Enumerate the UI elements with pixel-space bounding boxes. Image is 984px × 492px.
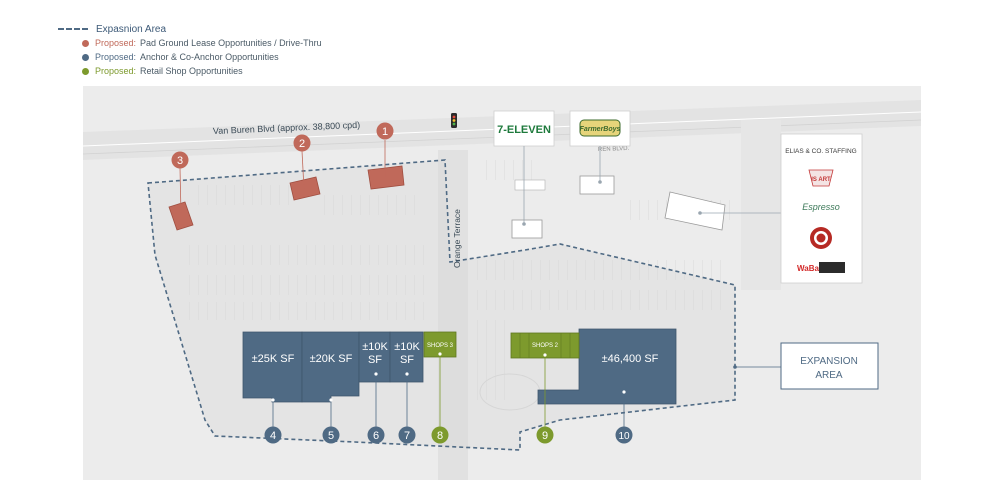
legend-expansion-label: Expasnion Area [96, 23, 167, 35]
legend-expansion: Expasnion Area [58, 22, 322, 36]
legend-pad: Proposed: Pad Ground Lease Opportunities… [58, 36, 322, 50]
anchor-4-marker [264, 426, 282, 444]
svg-text:WaBa: WaBa [797, 264, 819, 273]
anchor-6-label-line1: ±10K [362, 341, 388, 353]
anchor-6-marker [367, 426, 385, 444]
anchor-6-number: 6 [373, 430, 379, 442]
expansion-callout-line1: EXPANSION [800, 356, 858, 367]
tenant-logos-panel: ELIAS & CO. STAFFING IS ART Espresso WaB… [698, 133, 863, 284]
farmer-boys-logo: FarmerBoys [569, 110, 631, 184]
anchor-6-label-line2: SF [368, 354, 382, 366]
orange-terrace-road [438, 150, 468, 480]
anchor-7-marker [398, 426, 416, 444]
anchor-7-number: 7 [404, 430, 410, 442]
pad-2-number: 2 [299, 138, 305, 150]
anchor-5-number: 5 [328, 430, 334, 442]
pad-3-marker [171, 151, 189, 169]
anchor-10-building [537, 328, 677, 405]
pad-buildings [168, 165, 405, 231]
pad-3-building [168, 201, 194, 231]
anchor-10-label: ±46,400 SF [602, 353, 659, 365]
pad-2-marker [293, 134, 311, 152]
legend-keyword: Proposed: [95, 38, 137, 48]
shops-8-number: 8 [437, 430, 443, 442]
seven-eleven-text: 7-ELEVEN [497, 124, 551, 136]
shop-dot-icon [82, 67, 89, 75]
shops-9-marker [536, 426, 554, 444]
pad-dot-icon [82, 39, 89, 47]
dashed-line-icon [58, 28, 88, 30]
pad-markers[interactable]: 1 2 3 [171, 122, 394, 169]
anchor-7-label-line2: SF [400, 354, 414, 366]
anchor-4-building [242, 331, 303, 403]
shops-2-label: SHOPS 2 [532, 343, 559, 349]
anchor-6-building [358, 331, 391, 383]
anchor-dot-icon [82, 53, 89, 61]
pad-3-number: 3 [177, 155, 183, 167]
pad-2-building [289, 176, 321, 201]
anchor-10-marker [615, 426, 633, 444]
elias-staffing-logo: ELIAS & CO. STAFFING [785, 148, 856, 155]
map-legend: Expasnion Area Proposed: Pad Ground Leas… [58, 22, 322, 78]
pad-1-building [367, 165, 405, 190]
legend-keyword: Proposed: [95, 52, 137, 62]
anchor-4-number: 4 [270, 430, 276, 442]
shops-8-marker [431, 426, 449, 444]
orange-terrace-label: Orange Terrace [452, 209, 462, 268]
is-art-logo: IS ART [808, 169, 834, 187]
existing-buildings [511, 175, 726, 239]
expansion-area-callout: EXPANSION AREA [733, 342, 879, 390]
expansion-callout-line2: AREA [815, 370, 843, 381]
legend-shop: Proposed: Retail Shop Opportunities [58, 64, 322, 78]
anchor-shop-markers[interactable]: 4 5 6 7 8 9 10 [264, 426, 633, 444]
anchor-7-label-line1: ±10K [394, 341, 420, 353]
blvd-fragment-label: REN BLVD. [598, 146, 630, 153]
anchor-buildings [242, 328, 677, 405]
farmer-boys-text: FarmerBoys [580, 126, 621, 133]
legend-anchor: Proposed: Anchor & Co-Anchor Opportuniti… [58, 50, 322, 64]
anchor-5-marker [322, 426, 340, 444]
waba-logo: WaBa [797, 262, 845, 273]
espresso-logo: Espresso [802, 202, 840, 212]
traffic-signal-icon [451, 113, 457, 128]
anchor-4-label: ±25K SF [252, 353, 295, 365]
legend-text: Retail Shop Opportunities [140, 66, 243, 76]
seven-eleven-logo: 7-ELEVEN [493, 110, 555, 226]
anchor-5-building [301, 331, 360, 403]
round-red-badge-logo [810, 227, 832, 249]
shops-3-label: SHOPS 3 [427, 343, 454, 349]
svg-text:IS ART: IS ART [811, 177, 831, 183]
pad-1-marker [376, 122, 394, 140]
anchor-5-label: ±20K SF [310, 353, 353, 365]
legend-keyword: Proposed: [95, 66, 137, 76]
legend-text: Pad Ground Lease Opportunities / Drive-T… [140, 38, 322, 48]
pad-1-number: 1 [382, 126, 388, 138]
shops-9-number: 9 [542, 430, 548, 442]
anchor-10-number: 10 [618, 431, 630, 442]
legend-text: Anchor & Co-Anchor Opportunities [140, 52, 279, 62]
